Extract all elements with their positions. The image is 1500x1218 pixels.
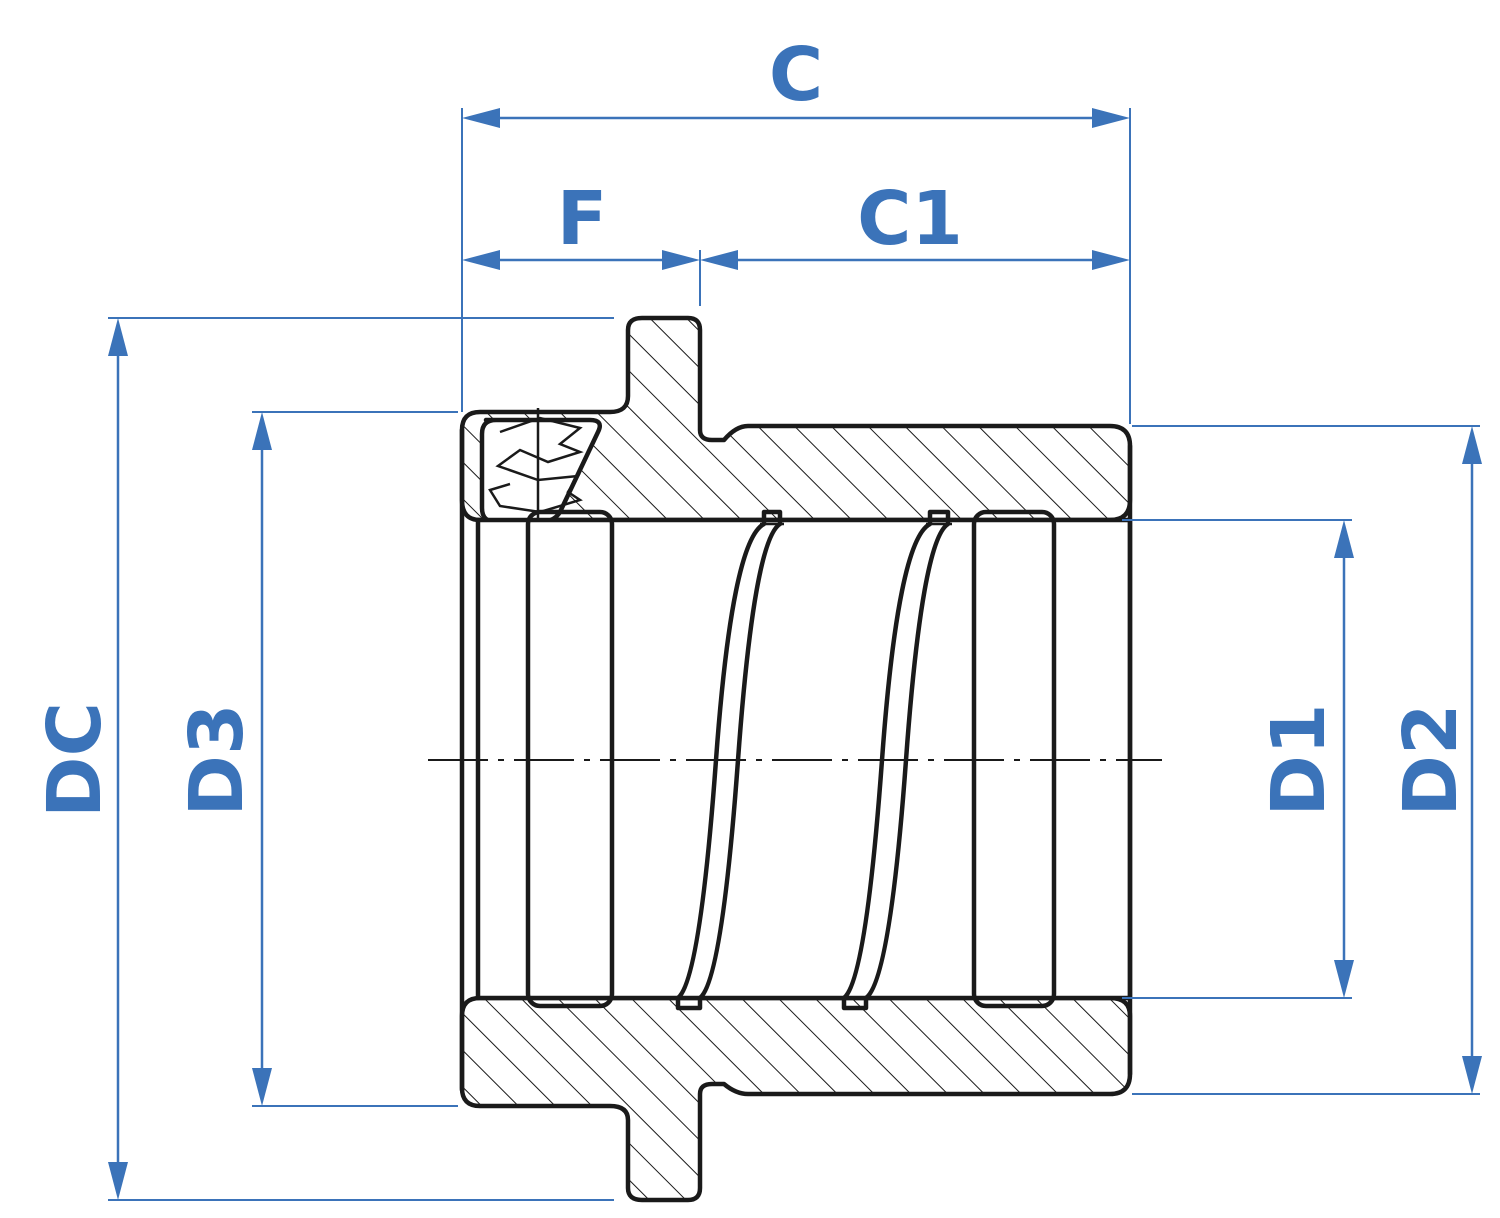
helical-groove-1 bbox=[675, 509, 784, 1011]
label-d2: D2 bbox=[1388, 704, 1474, 817]
dimension-dc: DC bbox=[32, 317, 614, 1201]
label-d3: D3 bbox=[174, 704, 260, 817]
dimension-d1: D1 bbox=[1122, 519, 1354, 999]
label-c: C bbox=[769, 32, 823, 118]
dimension-c: C bbox=[461, 32, 1131, 424]
helical-groove-2 bbox=[841, 509, 952, 1011]
label-c1: C1 bbox=[857, 176, 963, 262]
top-wall-section bbox=[459, 315, 1133, 523]
dimension-d3: D3 bbox=[174, 411, 458, 1107]
label-d1: D1 bbox=[1256, 704, 1342, 817]
bottom-wall-section bbox=[459, 995, 1133, 1203]
dimension-f-c1: F C1 bbox=[462, 176, 1130, 306]
thread-profile bbox=[488, 416, 584, 514]
dimension-d2: D2 bbox=[1132, 425, 1482, 1095]
label-f: F bbox=[557, 176, 608, 262]
label-dc: DC bbox=[32, 702, 118, 818]
